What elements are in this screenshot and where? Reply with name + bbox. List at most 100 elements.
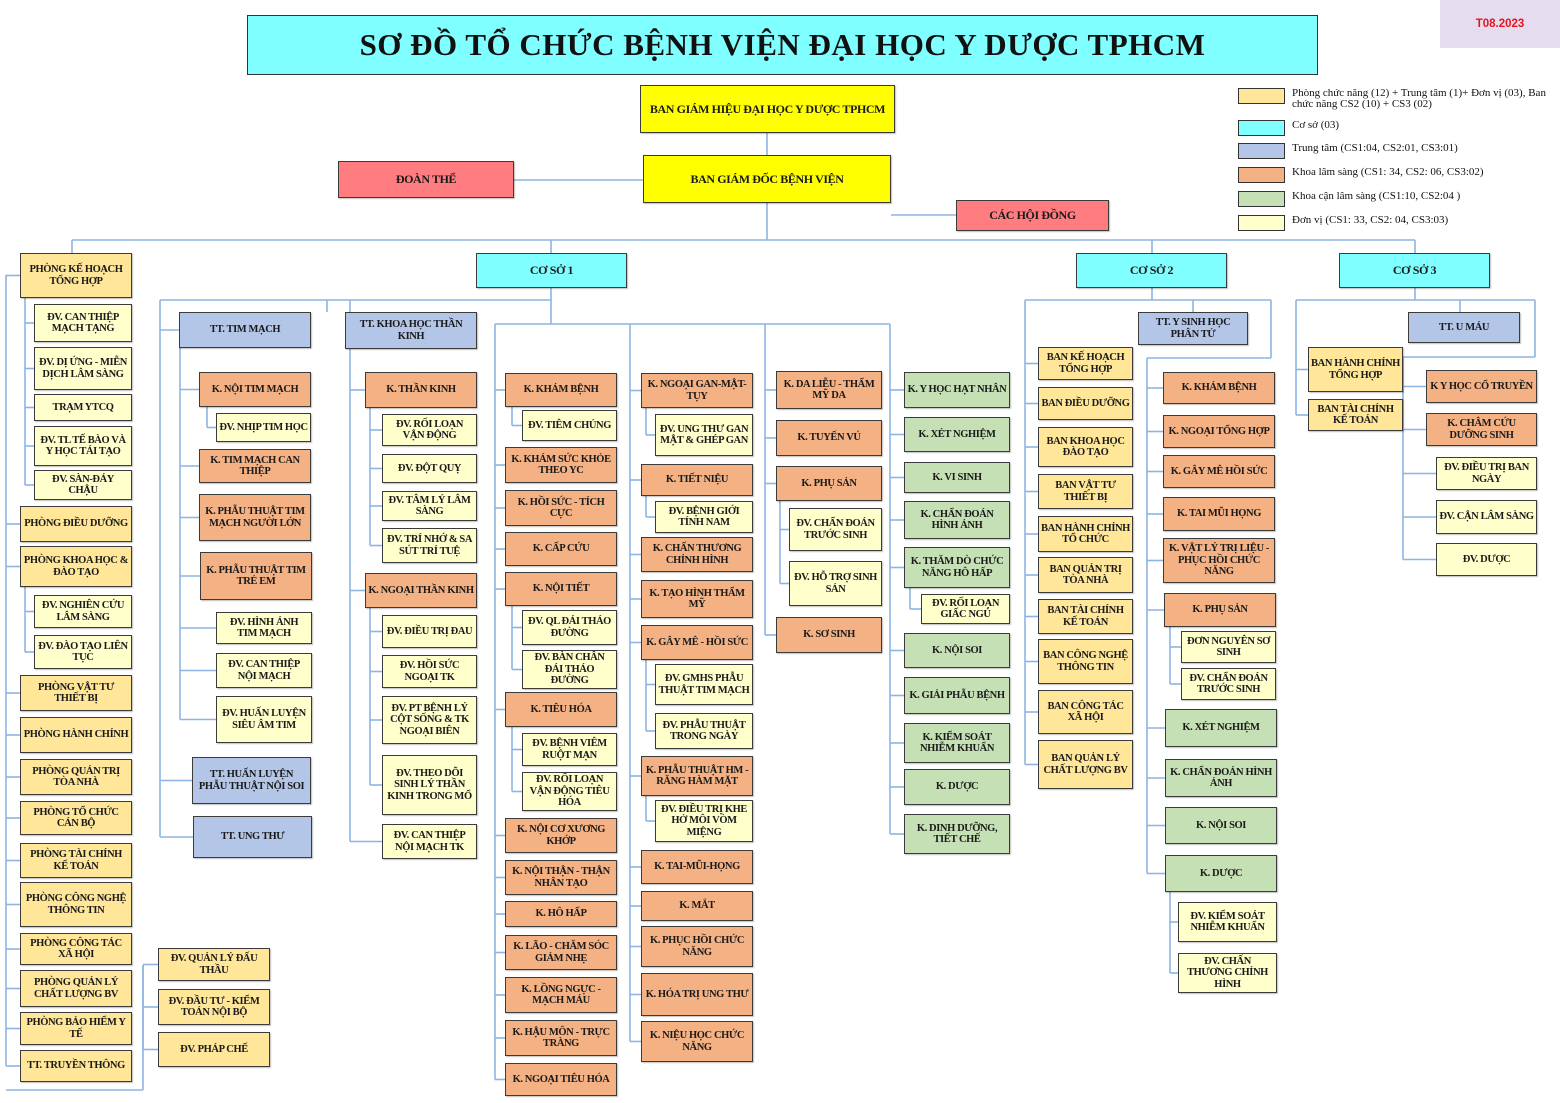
org-box-kphcn: K. PHỤC HỒI CHỨC NĂNG xyxy=(641,926,753,967)
org-box-dvctnmtk: ĐV. CAN THIỆP NỘI MẠCH TK xyxy=(382,824,477,859)
org-box-ktn: K. TIẾT NIỆU xyxy=(641,464,753,496)
org-box-dvhlsa: ĐV. HUẤN LUYỆN SIÊU ÂM TIM xyxy=(216,696,312,743)
org-box-kns: K. NỘI SOI xyxy=(904,633,1010,668)
org-box-dvcdts: ĐV. CHẨN ĐOÁN TRƯỚC SINH xyxy=(789,508,882,551)
org-box-cs1: CƠ SỞ 1 xyxy=(476,253,627,288)
org-box-d3duoc: ĐV. DƯỢC xyxy=(1436,543,1537,576)
org-box-b2ctxh: BAN CÔNG TÁC XÃ HỘI xyxy=(1038,690,1133,734)
org-box-khh: K. HÔ HẤP xyxy=(505,901,617,927)
org-box-bgh: BAN GIÁM HIỆU ĐẠI HỌC Y DƯỢC TPHCM xyxy=(640,85,895,133)
org-box-dvdtkt: ĐV. ĐẦU TƯ - KIỂM TOÁN NỘI BỘ xyxy=(158,989,270,1025)
org-box-kduoc: K. DƯỢC xyxy=(904,769,1010,805)
org-box-kxn: K. XÉT NGHIỆM xyxy=(904,417,1010,452)
org-box-kksk: K. KHÁM SỨC KHỎE THEO YC xyxy=(505,447,617,483)
legend-label: Khoa cận lâm sàng (CS1:10, CS2:04 ) xyxy=(1292,190,1461,202)
org-box-dvctmt: ĐV. CAN THIỆP MẠCH TẠNG xyxy=(34,304,132,342)
org-box-ttkhtk: TT. KHOA HỌC THẦN KINH xyxy=(345,312,477,349)
org-box-kptnl: K. PHẪU THUẬT TIM MẠCH NGƯỜI LỚN xyxy=(199,494,311,541)
org-box-ktdcn: K. THĂM DÒ CHỨC NĂNG HÔ HẤP xyxy=(904,547,1010,588)
org-box-dvptcs: ĐV. PT BỆNH LÝ CỘT SỐNG & TK NGOẠI BIÊN xyxy=(382,696,477,744)
org-box-b2cntt: BAN CÔNG NGHỆ THÔNG TIN xyxy=(1038,639,1133,684)
org-box-bgd: BAN GIÁM ĐỐC BỆNH VIỆN xyxy=(643,155,891,203)
org-box-ttum: TT. U MÁU xyxy=(1408,312,1520,343)
org-box-dvctnm: ĐV. CAN THIỆP NỘI MẠCH xyxy=(216,653,312,688)
org-box-d2cth: ĐV. CHẤN THƯƠNG CHỈNH HÌNH xyxy=(1178,953,1277,993)
org-box-dvtltb: ĐV. TL TẾ BÀO VÀ Y HỌC TÁI TẠO xyxy=(34,426,132,466)
legend-label: Đơn vị (CS1: 33, CS2: 04, CS3:03) xyxy=(1292,214,1449,226)
org-box-d2ss: ĐƠN NGUYÊN SƠ SINH xyxy=(1181,631,1276,663)
org-box-kps: K. PHỤ SẢN xyxy=(776,466,882,501)
org-box-pkhdt: PHÒNG KHOA HỌC & ĐÀO TẠO xyxy=(20,546,132,587)
org-box-ttut: TT. UNG THƯ xyxy=(193,816,312,858)
org-box-pcntt: PHÒNG CÔNG NGHỆ THÔNG TIN xyxy=(20,882,132,927)
org-box-k2gm: K. GÂY MÊ HỒI SỨC xyxy=(1163,455,1275,488)
org-box-tttm: TT. TIM MẠCH xyxy=(179,312,311,348)
org-box-kth: K. TIÊU HÓA xyxy=(505,692,617,727)
org-box-ptckt: PHÒNG TÀI CHÍNH KẾ TOÁN xyxy=(20,843,132,878)
org-box-ktv: K. TUYẾN VÚ xyxy=(776,420,882,456)
org-box-b2vt: BAN VẬT TƯ THIẾT BỊ xyxy=(1038,474,1133,509)
org-box-b2hc: BAN HÀNH CHÍNH TỔ CHỨC xyxy=(1038,516,1133,552)
org-box-dvdu: ĐV. DỊ ỨNG - MIỄN DỊCH LÂM SÀNG xyxy=(34,347,132,390)
org-box-dvvrm: ĐV. BỆNH VIÊM RUỘT MẠN xyxy=(522,733,617,766)
legend-swatch xyxy=(1238,215,1285,231)
org-box-b2dd: BAN ĐIỀU DƯỠNG xyxy=(1038,387,1133,420)
org-box-kngmt: K. NGOẠI GAN-MẬT-TỤY xyxy=(641,373,753,408)
org-box-ttysh: TT. Y SINH HỌC PHÂN TỬ xyxy=(1138,312,1248,345)
org-box-d3cls: ĐV. CẬN LÂM SÀNG xyxy=(1436,500,1537,534)
org-box-kthm: K. TẠO HÌNH THẨM MỸ xyxy=(641,580,753,618)
org-box-d2ksnk: ĐV. KIỂM SOÁT NHIỄM KHUẨN xyxy=(1178,902,1277,942)
org-box-kdd: K. DINH DƯỠNG, TIẾT CHẾ xyxy=(904,814,1010,854)
org-box-tttt: TT. TRUYỀN THÔNG xyxy=(20,1050,132,1082)
org-box-dvhatm: ĐV. HÌNH ẢNH TIM MẠCH xyxy=(216,612,312,644)
org-box-k2cdha: K. CHẨN ĐOÁN HÌNH ẢNH xyxy=(1165,759,1277,797)
org-box-b2qt: BAN QUẢN TRỊ TÒA NHÀ xyxy=(1038,557,1133,593)
legend-label: Khoa lâm sàng (CS1: 34, CS2: 06, CS3:02) xyxy=(1292,166,1484,178)
org-box-dvpttn: ĐV. PHẪU THUẬT TRONG NGÀY xyxy=(655,713,753,749)
org-box-knt: K. NỘI TIẾT xyxy=(505,572,617,606)
org-box-dvgmhs: ĐV. GMHS PHẪU THUẬT TIM MẠCH xyxy=(655,664,753,705)
org-box-kpthm: K. PHẪU THUẬT HM - RĂNG HÀM MẶT xyxy=(641,756,753,796)
org-box-ktk: K. THẦN KINH xyxy=(365,372,477,408)
org-box-b3tc: BAN TÀI CHÍNH KẾ TOÁN xyxy=(1308,399,1403,431)
org-box-dvnc: ĐV. NGHIÊN CỨU LÂM SÀNG xyxy=(34,595,132,628)
org-box-knoitm: K. NỘI TIM MẠCH xyxy=(199,372,311,407)
org-box-b2khth: BAN KẾ HOẠCH TỔNG HỢP xyxy=(1038,347,1133,380)
page-title: SƠ ĐỒ TỔ CHỨC BỆNH VIỆN ĐẠI HỌC Y DƯỢC T… xyxy=(247,15,1318,75)
org-box-dvnhip: ĐV. NHỊP TIM HỌC xyxy=(216,413,311,442)
org-box-knth2: K. NGOẠI TIÊU HÓA xyxy=(505,1063,617,1096)
org-box-b2qlcl: BAN QUẢN LÝ CHẤT LƯỢNG BV xyxy=(1038,740,1133,789)
legend-label: Phòng chức năng (12) + Trung tâm (1)+ Đơ… xyxy=(1292,87,1546,110)
legend-item: Khoa lâm sàng (CS1: 34, CS2: 06, CS3:02) xyxy=(1238,167,1552,183)
org-box-pbhyt: PHÒNG BẢO HIỂM Y TẾ xyxy=(20,1012,132,1045)
legend-item: Cơ sở (03) xyxy=(1238,120,1552,136)
org-box-kcc: K. CẤP CỨU xyxy=(505,532,617,566)
org-box-ktmh: K. TAI-MŨI-HỌNG xyxy=(641,850,753,884)
org-box-dvhtss: ĐV. HỖ TRỢ SINH SẢN xyxy=(789,561,882,606)
org-box-k3cc: K. CHÂM CỨU DƯỠNG SINH xyxy=(1426,413,1537,446)
org-box-dvtd: ĐV. THEO DÕI SINH LÝ THẦN KINH TRONG MỔ xyxy=(382,755,477,815)
org-box-pdd: PHÒNG ĐIỀU DƯỠNG xyxy=(20,506,132,542)
org-box-dvqldt: ĐV. QUẢN LÝ ĐẤU THẦU xyxy=(158,948,270,981)
org-box-kcdha: K. CHẨN ĐOÁN HÌNH ẢNH xyxy=(904,501,1010,539)
org-box-kdl: K. DA LIỄU - THẨM MỸ DA xyxy=(776,371,882,409)
org-box-khmtt: K. HẬU MÔN - TRỰC TRÀNG xyxy=(505,1020,617,1056)
legend-swatch xyxy=(1238,143,1285,159)
org-box-knth: K. NỘI THẬN - THẬN NHÂN TẠO xyxy=(505,860,617,895)
org-box-cs2: CƠ SỞ 2 xyxy=(1076,253,1227,288)
org-box-kksnk: K. KIỂM SOÁT NHIỄM KHUẨN xyxy=(904,723,1010,763)
legend-item: Phòng chức năng (12) + Trung tâm (1)+ Đơ… xyxy=(1238,88,1552,110)
org-box-klao: K. LÃO - CHĂM SÓC GIẢM NHẸ xyxy=(505,935,617,970)
org-box-ktmct: K. TIM MẠCH CAN THIỆP xyxy=(199,449,311,483)
org-box-kkb: K. KHÁM BỆNH xyxy=(505,373,617,407)
org-box-kncxk: K. NỘI CƠ XƯƠNG KHỚP xyxy=(505,818,617,853)
org-box-kgmhs: K. GÂY MÊ - HỒI SỨC xyxy=(641,625,753,660)
org-box-dvkhm: ĐV. ĐIỀU TRỊ KHE HỞ MÔI VÒM MIỆNG xyxy=(655,800,753,842)
org-box-kntk: K. NGOẠI THẦN KINH xyxy=(365,573,477,608)
org-box-tthlns: TT. HUẤN LUYỆN PHẪU THUẬT NỘI SOI xyxy=(192,757,311,804)
legend-label: Trung tâm (CS1:04, CS2:01, CS3:01) xyxy=(1292,142,1458,154)
org-box-khtut: K. HÓA TRỊ UNG THƯ xyxy=(641,973,753,1016)
org-box-k2nth: K. NGOẠI TỔNG HỢP xyxy=(1163,415,1275,448)
version-badge: T08.2023 xyxy=(1440,0,1560,48)
